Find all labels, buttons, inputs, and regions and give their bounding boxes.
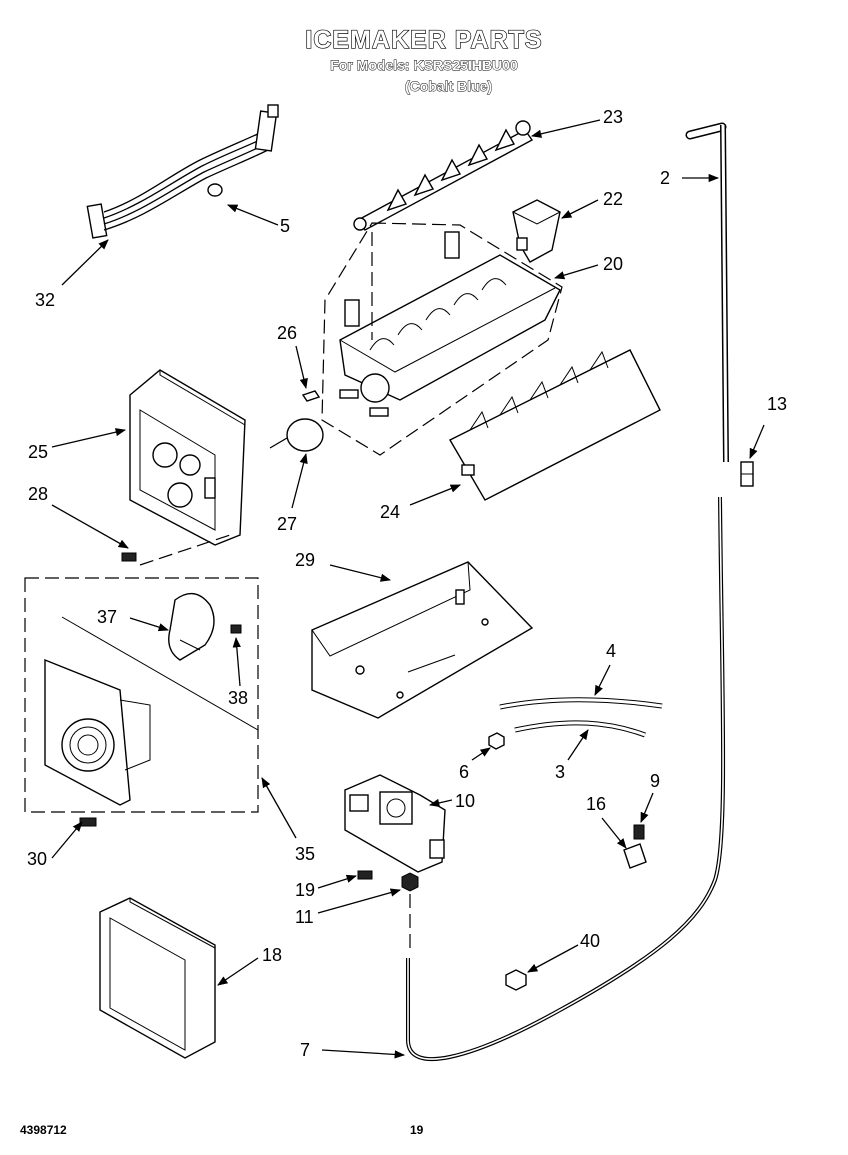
callout-19: 19 — [295, 880, 315, 900]
part-24-stripper — [449, 349, 661, 501]
callout-24: 24 — [380, 502, 400, 522]
callout-16: 16 — [586, 794, 606, 814]
callout-labels: 23 2 22 20 5 32 26 13 25 28 24 27 29 37 … — [27, 107, 787, 1060]
part-38-screw — [230, 624, 242, 634]
page-title: ICEMAKER PARTS — [305, 25, 543, 54]
part-4-tube — [499, 697, 663, 710]
callout-20: 20 — [603, 254, 623, 274]
mold-assembly-outline — [321, 222, 563, 456]
part-25-housing — [129, 369, 246, 546]
part-30-screw — [79, 817, 97, 827]
guide-line — [61, 616, 259, 731]
part-9-screw — [633, 824, 645, 840]
callout-2: 2 — [660, 168, 670, 188]
leader-lines — [51, 119, 765, 1059]
part-2-fill-tube — [685, 122, 729, 463]
part-3-tube — [514, 720, 646, 738]
callout-25: 25 — [28, 442, 48, 462]
callout-37: 37 — [97, 607, 117, 627]
callout-23: 23 — [603, 107, 623, 127]
callout-27: 27 — [277, 514, 297, 534]
callout-4: 4 — [606, 641, 616, 661]
part-20-mold — [339, 231, 561, 417]
part-10-water-valve — [344, 774, 446, 873]
part-28-screw — [121, 552, 137, 562]
callout-18: 18 — [262, 945, 282, 965]
part-16-clamp — [623, 843, 647, 869]
callout-29: 29 — [295, 550, 315, 570]
color-line: (Cobalt Blue) — [405, 78, 493, 95]
callout-5: 5 — [280, 216, 290, 236]
callout-10: 10 — [455, 791, 475, 811]
part-26-clip — [301, 390, 321, 402]
part-7-water-line — [406, 496, 726, 1061]
part-23-ejector — [353, 120, 534, 231]
model-line: For Models: KSRS25IHBU00 — [330, 57, 518, 74]
callout-3: 3 — [555, 762, 565, 782]
callout-30: 30 — [27, 849, 47, 869]
part-18-cover — [99, 897, 216, 1059]
callout-22: 22 — [603, 189, 623, 209]
callout-9: 9 — [650, 771, 660, 791]
callout-38: 38 — [228, 688, 248, 708]
callout-11: 11 — [295, 907, 314, 927]
callout-13: 13 — [767, 394, 787, 414]
part-37-motor — [168, 592, 215, 661]
document-number: 4398712 — [20, 1123, 67, 1137]
part-6-nut — [488, 732, 505, 750]
page-number: 19 — [410, 1123, 424, 1137]
callout-28: 28 — [28, 484, 48, 504]
callout-7: 7 — [300, 1040, 310, 1060]
part-29-bracket — [311, 561, 534, 719]
part-32-wire-harness — [86, 104, 279, 239]
part-27-motor — [269, 418, 324, 452]
callout-26: 26 — [277, 323, 297, 343]
callout-35: 35 — [295, 844, 315, 864]
part-40-nut — [505, 969, 527, 991]
part-13-coupling — [740, 461, 754, 487]
part-22-fill-cup — [512, 199, 561, 263]
callout-32: 32 — [35, 290, 55, 310]
part-35-assembly-outline — [24, 577, 259, 813]
part-11-nut — [401, 872, 419, 892]
part-35-control-plate — [44, 658, 151, 806]
guide-line — [139, 534, 231, 566]
callout-6: 6 — [459, 762, 469, 782]
part-19-screw — [357, 870, 373, 880]
callout-40: 40 — [580, 931, 600, 951]
